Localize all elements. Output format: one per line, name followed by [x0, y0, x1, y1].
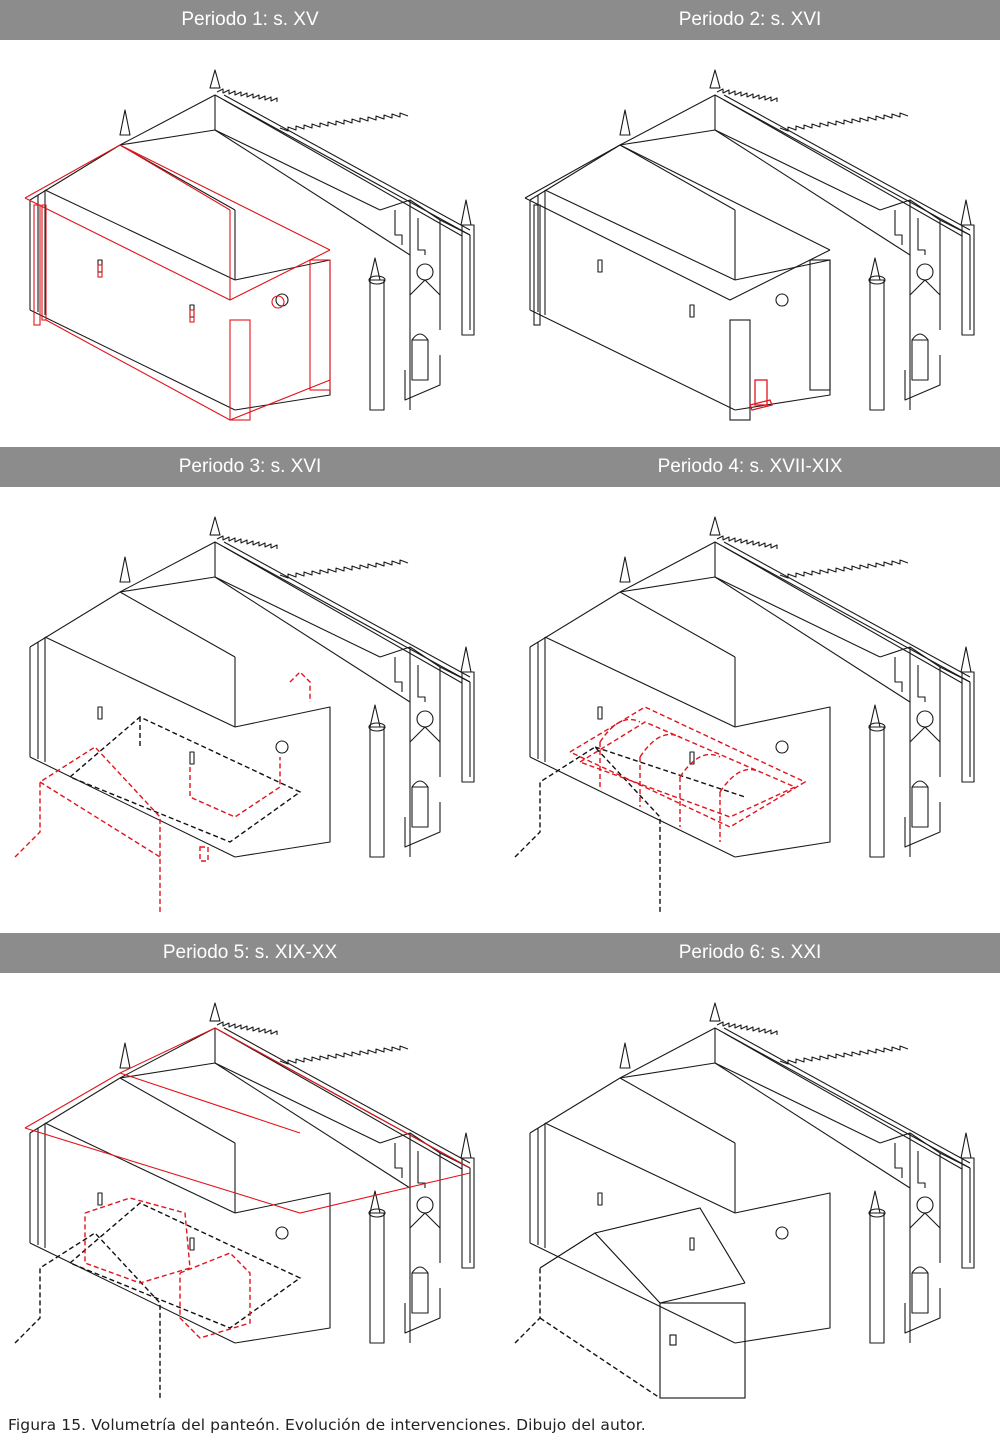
axonometric-drawing [500, 40, 1000, 488]
panel-title: Periodo 3: s. XVI [0, 447, 500, 487]
panel-periodo-3: Periodo 3: s. XVI [0, 447, 500, 935]
panel-title: Periodo 2: s. XVI [500, 0, 1000, 40]
dashed-outline-existing [514, 746, 746, 912]
panel-periodo-5: Periodo 5: s. XIX-XX [0, 933, 500, 1421]
dashed-outline-existing [514, 1268, 661, 1399]
final-annex [539, 1207, 746, 1399]
highlight-doorway [749, 379, 773, 411]
panel-title: Periodo 6: s. XXI [500, 933, 1000, 973]
drawing-svg-3 [14, 516, 475, 912]
panel-title: Periodo 5: s. XIX-XX [0, 933, 500, 973]
axonometric-drawing [0, 973, 500, 1421]
highlight-annex [24, 144, 331, 421]
dashed-outline-existing [69, 716, 302, 843]
axonometric-drawing [500, 487, 1000, 935]
axonometric-drawing [0, 487, 500, 935]
drawing-svg-4 [514, 516, 975, 912]
axonometric-drawing [500, 973, 1000, 1421]
panel-title: Periodo 4: s. XVII-XIX [500, 447, 1000, 487]
dashed-outline-existing [14, 1202, 302, 1398]
drawing-svg-2 [524, 69, 975, 421]
figure-caption: Figura 15. Volumetría del panteón. Evolu… [8, 1416, 646, 1434]
highlight-arcade [569, 706, 807, 842]
panel-periodo-4: Periodo 4: s. XVII-XIX [500, 447, 1000, 935]
panel-periodo-1: Periodo 1: s. XV [0, 0, 500, 488]
axonometric-drawing [0, 40, 500, 488]
panel-periodo-6: Periodo 6: s. XXI [500, 933, 1000, 1421]
drawing-svg-5 [14, 1002, 475, 1398]
drawing-svg-1 [24, 69, 475, 421]
highlight-new-rooms [84, 1197, 251, 1339]
panel-periodo-2: Periodo 2: s. XVI [500, 0, 1000, 488]
drawing-svg-6 [514, 1002, 975, 1399]
panel-title: Periodo 1: s. XV [0, 0, 500, 40]
highlight-roof [24, 1027, 471, 1214]
highlight-new-volume [14, 671, 311, 912]
